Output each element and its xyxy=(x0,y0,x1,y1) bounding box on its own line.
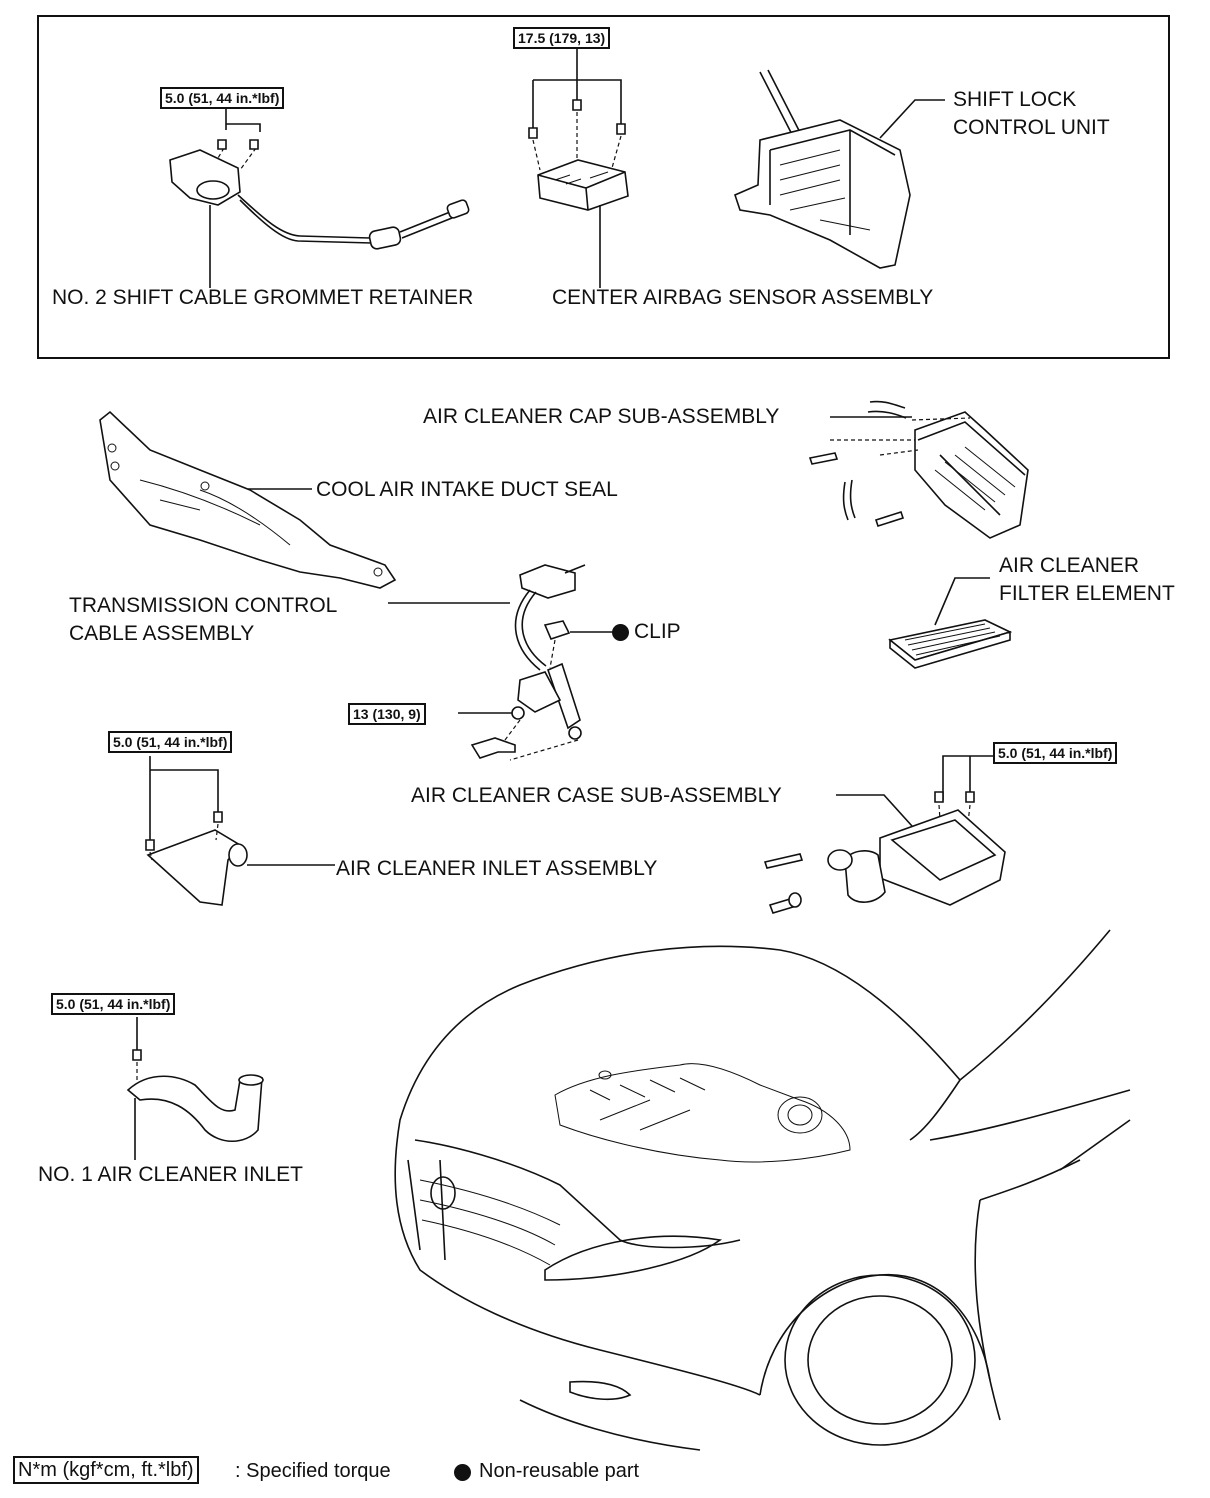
label-grommet-retainer: NO. 2 SHIFT CABLE GROMMET RETAINER xyxy=(52,286,474,309)
center-airbag-sensor-bolts xyxy=(528,48,626,171)
legend-nonreusable-dot xyxy=(454,1464,471,1481)
transmission-control-cable xyxy=(388,564,612,761)
top-inset-frame xyxy=(37,15,1170,359)
torque-inlet-assembly: 5.0 (51, 44 in.*lbf) xyxy=(108,731,233,753)
label-air-cleaner-cap: AIR CLEANER CAP SUB-ASSEMBLY xyxy=(423,405,780,428)
air-cleaner-case-sub-assembly xyxy=(763,794,1006,914)
torque-case-sub-assembly: 5.0 (51, 44 in.*lbf) xyxy=(993,742,1118,764)
torque-grommet-retainer: 5.0 (51, 44 in.*lbf) xyxy=(160,87,285,109)
air-cleaner-filter-element xyxy=(888,577,1013,669)
torque-cable-nut: 13 (130, 9) xyxy=(348,703,426,725)
shift-cable-grommet-retainer xyxy=(169,149,470,288)
label-shift-lock-line2: CONTROL UNIT xyxy=(953,116,1110,139)
legend-torque-unit: N*m (kgf*cm, ft.*lbf) xyxy=(13,1456,199,1484)
torque-airbag-sensor: 17.5 (179, 13) xyxy=(513,27,611,49)
air-cleaner-cap-sub-assembly xyxy=(808,400,1029,539)
nonreusable-dot-clip xyxy=(612,624,629,641)
label-cool-air-duct-seal: COOL AIR INTAKE DUCT SEAL xyxy=(316,478,618,501)
grommet-retainer-bolts xyxy=(211,107,261,171)
label-trans-cable-line2: CABLE ASSEMBLY xyxy=(69,622,255,645)
air-cleaner-inlet-assembly xyxy=(145,756,335,906)
label-no1-inlet: NO. 1 AIR CLEANER INLET xyxy=(38,1163,303,1186)
legend-torque-desc: : Specified torque xyxy=(235,1460,391,1482)
vehicle-front-outline xyxy=(394,929,1131,1451)
label-center-airbag-sensor: CENTER AIRBAG SENSOR ASSEMBLY xyxy=(552,286,934,309)
cool-air-intake-duct-seal xyxy=(99,410,397,589)
label-clip: CLIP xyxy=(634,620,681,643)
center-airbag-sensor xyxy=(537,159,629,288)
label-inlet-assembly: AIR CLEANER INLET ASSEMBLY xyxy=(336,857,658,880)
label-filter-line2: FILTER ELEMENT xyxy=(999,582,1175,605)
label-trans-cable-line1: TRANSMISSION CONTROL xyxy=(69,594,338,617)
engine-compartment-detail xyxy=(554,1063,851,1163)
air-cleaner-case-bolts xyxy=(934,755,994,851)
shift-lock-control-unit xyxy=(734,69,945,269)
label-shift-lock-line1: SHIFT LOCK xyxy=(953,88,1077,111)
label-filter-line1: AIR CLEANER xyxy=(999,554,1140,577)
label-air-cleaner-case: AIR CLEANER CASE SUB-ASSEMBLY xyxy=(411,784,782,807)
no1-air-cleaner-inlet xyxy=(126,1017,264,1160)
torque-no1-inlet: 5.0 (51, 44 in.*lbf) xyxy=(51,993,176,1015)
legend-nonreusable-desc: Non-reusable part xyxy=(479,1460,640,1482)
